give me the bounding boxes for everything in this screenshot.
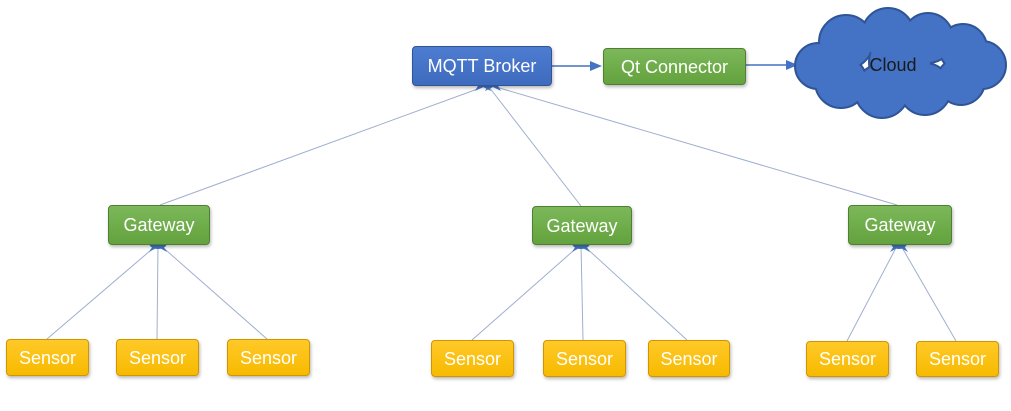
node-sensor-6: Sensor	[648, 340, 730, 377]
node-gateway-3: Gateway	[848, 205, 952, 245]
node-mqtt-broker: MQTT Broker	[412, 46, 552, 86]
node-sensor-2: Sensor	[116, 339, 199, 376]
node-gateway-1: Gateway	[108, 205, 210, 245]
node-cloud-label: Cloud	[869, 55, 917, 75]
node-sensor-3: Sensor	[227, 339, 310, 376]
node-sensor-7: Sensor	[806, 341, 889, 377]
node-sensor-1: Sensor	[6, 339, 89, 376]
node-sensor-8: Sensor	[916, 341, 999, 377]
sensor-to-gateway-edges	[46, 243, 957, 342]
node-qt-connector: Qt Connector	[603, 48, 746, 85]
gateway-to-broker-edges	[159, 86, 898, 207]
node-gateway-2: Gateway	[532, 206, 632, 245]
connector-to-cloud-arrow	[745, 60, 798, 70]
cloud-shape	[794, 7, 1007, 119]
gateway-arrowheads	[149, 237, 908, 252]
node-sensor-5: Sensor	[543, 340, 626, 377]
broker-to-connector-arrow	[551, 61, 602, 71]
node-sensor-4: Sensor	[431, 340, 514, 377]
